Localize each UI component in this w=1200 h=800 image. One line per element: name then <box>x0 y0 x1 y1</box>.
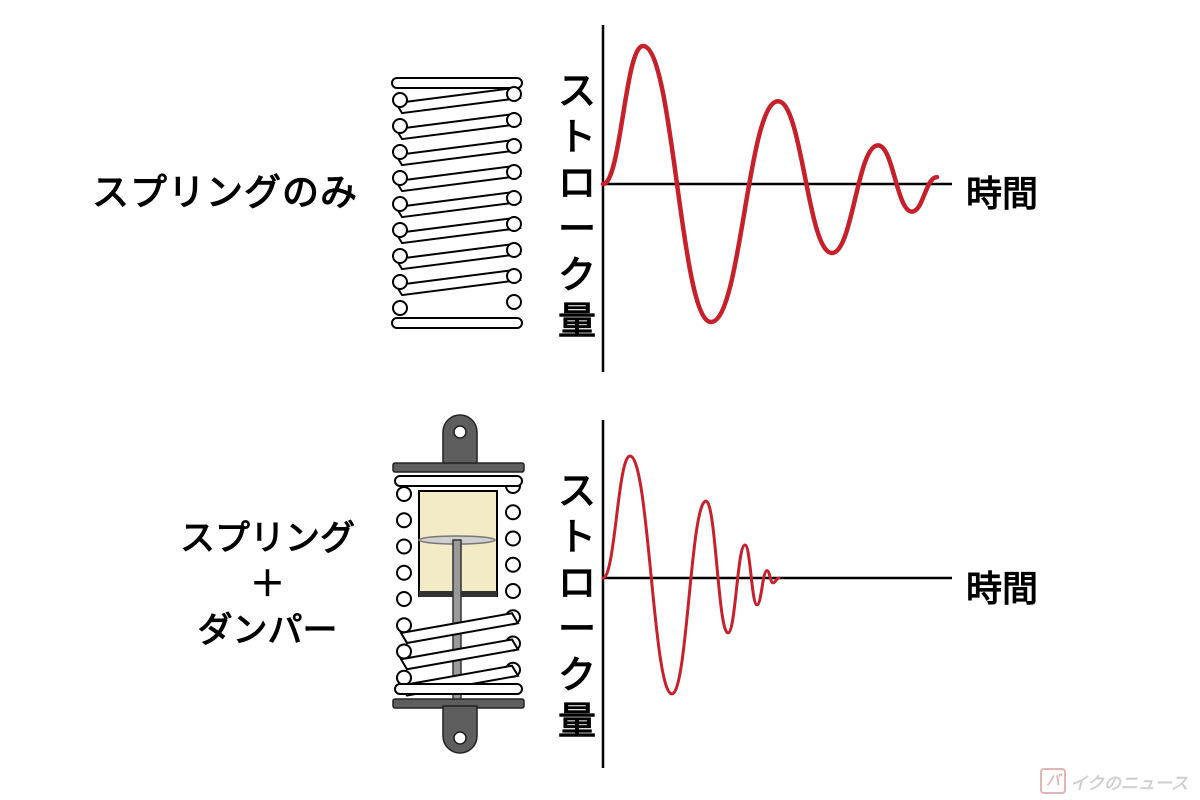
stroke-wave-line <box>600 43 940 325</box>
chart-bottom <box>601 454 781 696</box>
y-axis-char: 量 <box>557 699 596 743</box>
spring-coil <box>394 86 522 115</box>
x-axis-label-top: 時間 <box>966 174 1039 215</box>
chart-top <box>600 43 940 325</box>
spring-coil-section <box>396 486 412 502</box>
watermark-logo-icon: バ <box>1040 768 1067 794</box>
y-axis-char: ス <box>557 469 596 513</box>
spring-coil-section <box>506 164 522 180</box>
y-axis-char: ロ <box>557 561 596 605</box>
spring-coil-section <box>392 118 408 134</box>
y-axis-char: ー <box>557 207 596 251</box>
stroke-wave-line <box>601 454 781 696</box>
y-axis-char: ク <box>557 253 596 297</box>
spring-coil-section <box>505 556 521 573</box>
spring-coil <box>399 612 520 645</box>
spring-coil <box>394 112 522 141</box>
upper-spring-seat <box>392 462 525 473</box>
spring-coil-section <box>505 583 521 599</box>
spring-coil-section <box>396 512 412 529</box>
shock-absorber-illustration <box>392 414 525 754</box>
spring-damper-label-line1: スプリング <box>179 519 355 559</box>
y-axis-char: ー <box>557 607 596 651</box>
watermark: バ イクのニュース <box>1040 768 1188 794</box>
y-axis-char: ク <box>557 653 596 697</box>
spring-coil-section <box>392 274 408 290</box>
spring-coil-section <box>505 530 521 547</box>
lower-mount-eye <box>442 705 478 754</box>
y-axis-char: ス <box>557 69 596 113</box>
spring-damper-label-line3: ダンパー <box>197 611 338 651</box>
spring-coil-section <box>392 144 408 160</box>
upper-mount-hole <box>453 425 467 439</box>
coil-spring-illustration <box>391 77 523 329</box>
spring-coil-section <box>505 504 521 521</box>
spring-damper-label: スプリング ＋ ダンパー <box>160 516 375 654</box>
y-axis-char: ロ <box>557 161 596 205</box>
spring-coil-section <box>396 617 412 634</box>
spring-coil-section <box>396 564 412 581</box>
y-axis-label-bottom: ス ト ロ ー ク 量 <box>552 468 602 744</box>
spring-coil-section <box>506 112 522 128</box>
spring-coil-section <box>506 242 522 258</box>
lower-mount-hole <box>453 731 467 745</box>
spring-coil-section <box>396 643 412 660</box>
watermark-text: イクのニュース <box>1070 773 1188 794</box>
spring-coil <box>394 164 522 193</box>
spring-end-coil <box>391 317 523 329</box>
spring-coil <box>394 138 522 167</box>
spring-coil-section <box>392 170 408 186</box>
spring-coil <box>394 190 522 219</box>
spring-end-coil <box>394 475 523 487</box>
spring-coil-section <box>506 190 522 206</box>
spring-coil-section <box>506 138 522 154</box>
spring-end-coil <box>394 683 523 695</box>
spring-coil-section <box>392 300 408 316</box>
spring-coil <box>394 216 522 245</box>
upper-mount-eye <box>442 414 478 466</box>
spring-coil <box>394 268 522 297</box>
spring-coil-section <box>396 591 412 607</box>
spring-coil-section <box>392 196 408 212</box>
spring-coil-section <box>506 86 522 102</box>
x-axis-label-bottom: 時間 <box>966 569 1039 610</box>
spring-coil-section <box>396 538 412 555</box>
spring-coil <box>394 242 522 271</box>
spring-coil-section <box>392 92 408 108</box>
y-axis-label-top: ス ト ロ ー ク 量 <box>552 68 602 344</box>
spring-coil-section <box>506 294 522 310</box>
shock-spring-front-coils <box>394 612 523 697</box>
y-axis-char: ト <box>557 515 596 559</box>
spring-coil-section <box>392 222 408 238</box>
spring-end-coil <box>391 77 523 89</box>
y-axis-char: 量 <box>557 299 596 343</box>
spring-damper-label-plus: ＋ <box>249 565 285 605</box>
spring-coil-section <box>506 268 522 284</box>
spring-coil <box>399 638 520 671</box>
y-axis-char: ト <box>557 115 596 159</box>
spring-coil-section <box>506 216 522 232</box>
spring-only-label: スプリングのみ <box>92 171 358 214</box>
spring-coil-section <box>396 669 412 686</box>
spring-coil-section <box>392 248 408 264</box>
